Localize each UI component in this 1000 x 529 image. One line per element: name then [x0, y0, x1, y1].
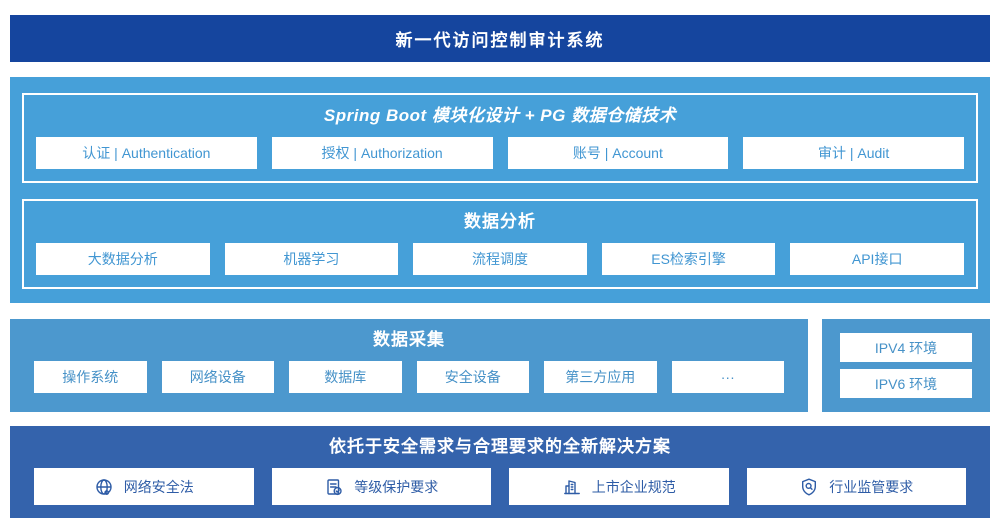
analysis-box-workflow: 流程调度 [413, 243, 587, 275]
platform-layer: Spring Boot 模块化设计 + PG 数据仓储技术 认证 | Authe… [10, 77, 990, 303]
solution-box-cybersecurity-law: 网络安全法 [34, 468, 254, 505]
module-box-account: 账号 | Account [507, 137, 729, 169]
solution-box-industry-regulation: 行业监管要求 [746, 468, 966, 505]
collect-box-database: 数据库 [289, 361, 402, 393]
document-check-icon [327, 478, 342, 495]
collect-box-security-device: 安全设备 [416, 361, 529, 393]
collect-box-thirdparty-app: 第三方应用 [544, 361, 657, 393]
env-box-ipv4: IPV4 环境 [840, 333, 972, 362]
solution-box-classified-protection: 等级保护要求 [271, 468, 491, 505]
collect-box-more-ellipsis: ··· [671, 361, 784, 393]
springboot-section-title: Spring Boot 模块化设计 + PG 数据仓储技术 [323, 106, 677, 125]
module-box-authentication: 认证 | Authentication [36, 137, 257, 169]
solution-box-row: 网络安全法 等级保护要求 上市企业规范 [34, 468, 966, 505]
solution-box-label: 行业监管要求 [829, 478, 914, 495]
data-analysis-section: 数据分析 大数据分析 机器学习 流程调度 ES检索引擎 API接口 [22, 199, 978, 289]
springboot-module-row: 认证 | Authentication 授权 | Authorization 账… [36, 137, 964, 169]
solution-box-label: 网络安全法 [123, 478, 194, 495]
globe-icon [96, 478, 112, 495]
page-title-bar: 新一代访问控制审计系统 [10, 15, 990, 62]
solution-box-label: 上市企业规范 [591, 478, 676, 495]
analysis-box-es-search: ES检索引擎 [601, 243, 776, 275]
analysis-box-machine-learning: 机器学习 [224, 243, 399, 275]
env-box-ipv6: IPV6 环境 [840, 369, 972, 398]
network-env-panel: IPV4 环境 IPV6 环境 [822, 319, 990, 412]
data-analysis-row: 大数据分析 机器学习 流程调度 ES检索引擎 API接口 [36, 243, 964, 275]
solution-layer: 依托于安全需求与合理要求的全新解决方案 网络安全法 [10, 426, 990, 518]
solution-box-label: 等级保护要求 [354, 478, 439, 495]
analysis-box-api: API接口 [790, 243, 964, 275]
shield-search-icon [802, 478, 817, 495]
module-box-audit: 审计 | Audit [743, 137, 964, 169]
analysis-box-bigdata: 大数据分析 [36, 243, 210, 275]
data-analysis-title: 数据分析 [464, 212, 536, 231]
collection-row: 数据采集 操作系统 网络设备 数据库 安全设备 第三方应用 ··· IPV4 环… [10, 319, 990, 412]
data-collection-layer: 数据采集 操作系统 网络设备 数据库 安全设备 第三方应用 ··· [10, 319, 808, 412]
module-box-authorization: 授权 | Authorization [271, 137, 493, 169]
collect-box-os: 操作系统 [34, 361, 147, 393]
collect-box-network-device: 网络设备 [161, 361, 274, 393]
springboot-section: Spring Boot 模块化设计 + PG 数据仓储技术 认证 | Authe… [22, 93, 978, 183]
page-title: 新一代访问控制审计系统 [395, 31, 605, 50]
data-collection-box-row: 操作系统 网络设备 数据库 安全设备 第三方应用 ··· [34, 361, 784, 393]
data-collection-title: 数据采集 [373, 330, 445, 349]
architecture-diagram: 新一代访问控制审计系统 Spring Boot 模块化设计 + PG 数据仓储技… [10, 0, 990, 518]
solution-title: 依托于安全需求与合理要求的全新解决方案 [329, 437, 671, 456]
building-icon [563, 479, 580, 494]
solution-box-listed-company: 上市企业规范 [509, 468, 729, 505]
